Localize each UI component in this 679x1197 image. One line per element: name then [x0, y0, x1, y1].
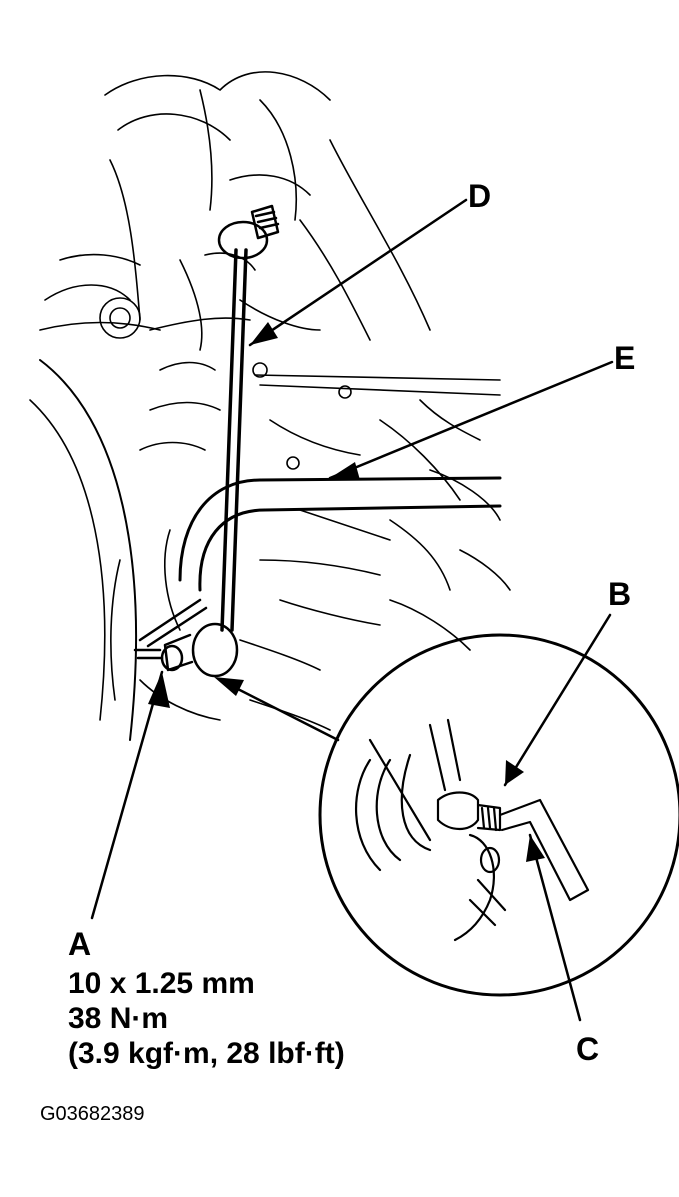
arrowhead-a: [148, 672, 170, 708]
leader-lines: [90, 198, 614, 1022]
stabilizer-bar: [178, 476, 502, 592]
arrowhead-b: [505, 760, 524, 785]
arrowhead-c: [526, 835, 545, 862]
callout-label-a: A: [68, 926, 92, 962]
upper-link-joint: [217, 204, 280, 260]
arrowhead-detail: [214, 677, 244, 696]
detail-view: [355, 718, 590, 942]
arrowheads: [148, 322, 545, 862]
callout-label-c: C: [576, 1031, 600, 1067]
figure-id: G03682389: [40, 1103, 145, 1125]
leader-detail: [226, 682, 340, 742]
arrowhead-e: [330, 462, 360, 480]
callout-label-b: B: [608, 576, 632, 612]
leader-a: [90, 670, 164, 920]
callout-label-d: D: [468, 178, 492, 214]
torque-alt-units: (3.9 kgf·m, 28 lbf·ft): [68, 1037, 345, 1070]
leader-e: [328, 360, 614, 480]
wheel-arc-inner: [29, 399, 106, 721]
torque-nm: 38 N·m: [68, 1002, 169, 1035]
thread-size: 10 x 1.25 mm: [68, 967, 255, 1000]
leader-d: [248, 198, 468, 347]
wheel-arc: [39, 359, 137, 741]
detail-magnifier-circle: [318, 633, 679, 997]
lower-link-joint: [133, 598, 239, 678]
chassis-background: [39, 71, 511, 731]
arrowhead-d: [250, 322, 278, 345]
leader-b: [503, 613, 612, 787]
stabilizer-link: [220, 248, 248, 632]
torque-spec-a: 10 x 1.25 mm 38 N·m (3.9 kgf·m, 28 lbf·f…: [68, 966, 345, 1071]
callout-label-e: E: [614, 340, 636, 376]
leader-c: [528, 833, 582, 1022]
